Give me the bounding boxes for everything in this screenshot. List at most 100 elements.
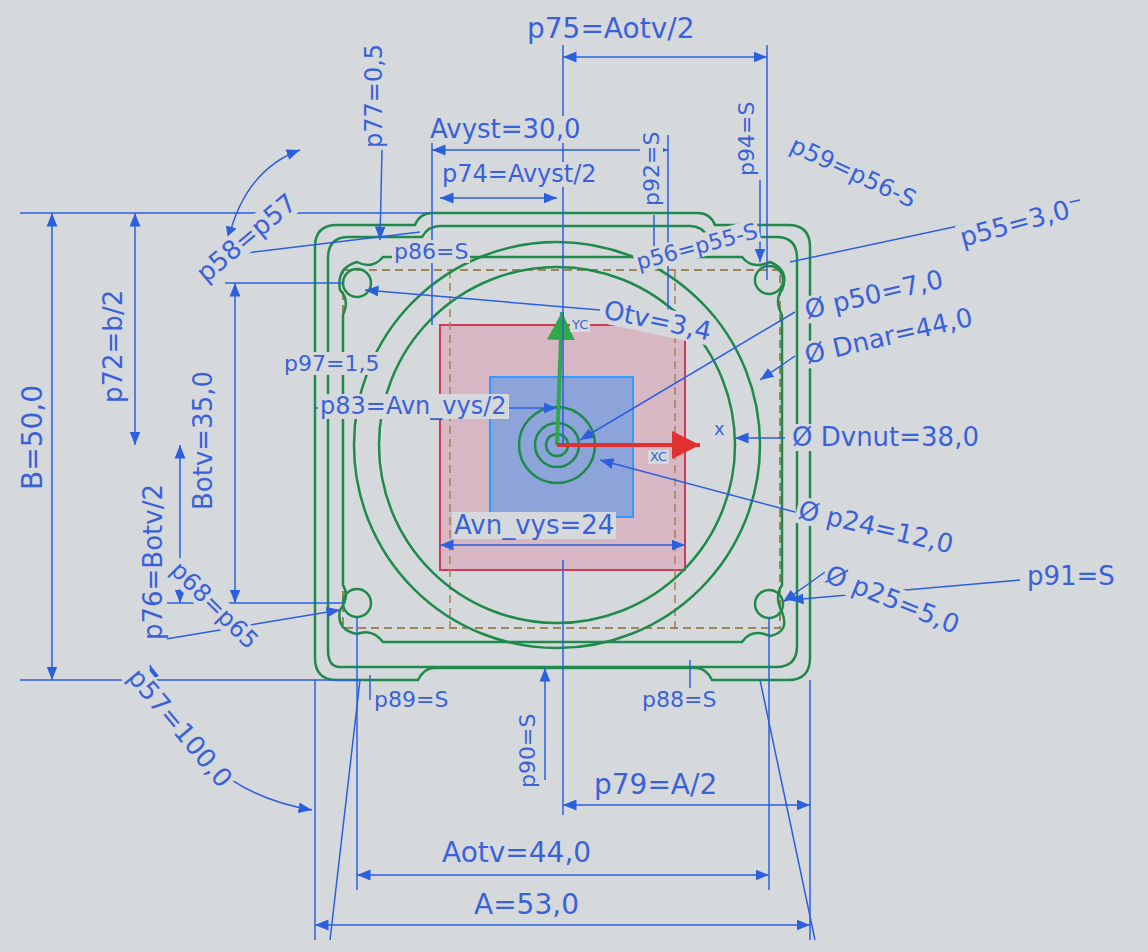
mounting-hole xyxy=(755,266,783,294)
dimension-label: B=50,0 xyxy=(18,383,47,492)
dimension-label: p92=S xyxy=(640,130,663,208)
label-anchor: p74=Avyst/2 xyxy=(440,162,599,187)
dimension-label: x xyxy=(712,420,727,439)
label-anchor: p94=S xyxy=(735,100,758,178)
label-anchor: Avyst=30,0 xyxy=(428,116,582,143)
dimension-label: A=53,0 xyxy=(472,890,581,919)
label-anchor: p83=Avn_vys/2 xyxy=(318,394,509,419)
label-anchor: p89=S xyxy=(372,688,450,711)
extension-line xyxy=(562,560,564,815)
extension-line xyxy=(431,135,433,325)
dimension-label: p59=p56-S xyxy=(784,132,921,214)
dimension-label: Avyst=30,0 xyxy=(428,116,582,143)
dimension-label: p55=3,0 xyxy=(955,196,1075,253)
leader-line xyxy=(380,150,382,240)
dimension-label: Botv=35,0 xyxy=(190,369,217,512)
dimension-line xyxy=(440,197,557,199)
label-anchor: p88=S xyxy=(640,688,718,711)
dimension-label: p75=Aotv/2 xyxy=(525,14,696,43)
label-anchor: p86=S xyxy=(392,240,470,263)
label-anchor: p92=S xyxy=(640,130,663,208)
extension-line xyxy=(20,212,430,214)
dimension-label: Ø p24=12,0 xyxy=(794,496,958,559)
dimension-line xyxy=(440,544,685,546)
outer-circle xyxy=(354,242,760,648)
dimension-label: p89=S xyxy=(372,688,450,711)
leader-line xyxy=(735,437,785,439)
dimension-label: p79=A/2 xyxy=(592,770,719,799)
extension-line xyxy=(667,135,669,325)
dimension-lines xyxy=(20,45,1080,940)
leader-line xyxy=(369,675,371,700)
leader-line xyxy=(600,460,795,512)
dimension-label: YC xyxy=(570,318,590,332)
dimension-label: Avn_vys=24 xyxy=(452,512,616,539)
label-anchor: p77=0,5 xyxy=(362,42,387,150)
dimension-label: p58=p57 xyxy=(190,188,303,289)
label-anchor: p58=p57 xyxy=(190,188,303,289)
label-anchor: p75=Aotv/2 xyxy=(525,14,696,43)
angle-line xyxy=(330,680,360,940)
dimension-label: p72=b/2 xyxy=(100,288,127,405)
dimension-label: p56=p55-S xyxy=(632,219,762,275)
label-anchor: p57=100,0 xyxy=(121,662,238,794)
extension-line xyxy=(314,680,316,940)
angle-line xyxy=(760,680,815,940)
extension-line xyxy=(766,45,768,280)
dimension-line xyxy=(315,924,810,926)
dimension-label: Otv=3,4 xyxy=(599,296,715,346)
label-anchor: Otv=3,4 xyxy=(599,296,715,346)
dimension-label: Ø p25=5,0 xyxy=(820,560,965,640)
label-anchor: p90=S xyxy=(516,712,539,790)
label-anchor: p56=p55-S xyxy=(632,219,762,275)
dimension-label: p83=Avn_vys/2 xyxy=(318,394,509,419)
dimension-label: p86=S xyxy=(392,240,470,263)
label-anchor: p97=1,5 xyxy=(282,352,381,375)
dimension-label: p90=S xyxy=(516,712,539,790)
label-anchor: Aotv=44,0 xyxy=(440,838,593,867)
label-anchor: YC xyxy=(570,318,590,332)
dimension-line xyxy=(563,804,810,806)
label-anchor: XC xyxy=(648,450,669,464)
extension-line xyxy=(160,602,343,604)
dimension-label: XC xyxy=(648,450,669,464)
label-anchor: p59=p56-S xyxy=(784,132,921,214)
dimension-label: p91=S xyxy=(1025,563,1117,590)
label-anchor: B=50,0 xyxy=(18,383,47,492)
label-anchor: Ø p25=5,0 xyxy=(820,560,965,640)
dimension-label: Ø Dvnut=38,0 xyxy=(790,424,981,451)
dimension-line xyxy=(432,149,668,151)
leader-line xyxy=(365,290,600,310)
label-anchor: p68=p65 xyxy=(164,556,264,656)
boss-contour xyxy=(339,257,784,642)
dimension-label: p57=100,0 xyxy=(121,662,238,794)
extension-line xyxy=(225,282,343,284)
dimension-label: p97=1,5 xyxy=(282,352,381,375)
extension-line xyxy=(356,617,358,890)
label-anchor: Avn_vys=24 xyxy=(452,512,616,539)
dimension-line xyxy=(563,56,767,58)
label-anchor: p79=A/2 xyxy=(592,770,719,799)
label-anchor: Botv=35,0 xyxy=(190,369,217,512)
label-anchor: p91=S xyxy=(1025,563,1117,590)
mounting-hole xyxy=(755,590,783,618)
dimension-label: p88=S xyxy=(640,688,718,711)
leader-line xyxy=(760,356,795,380)
label-anchor: p55=3,0 xyxy=(955,196,1075,253)
construction-line xyxy=(449,270,451,628)
dimension-label: p76=Botv/2 xyxy=(140,482,167,642)
leader-line xyxy=(759,180,761,262)
label-anchor: x xyxy=(712,420,727,439)
dimension-line xyxy=(134,213,136,445)
dimension-label: p68=p65 xyxy=(164,556,264,656)
dimension-line xyxy=(234,283,236,603)
dimension-label: p77=0,5 xyxy=(362,42,387,150)
dimension-label: Aotv=44,0 xyxy=(440,838,593,867)
mounting-hole xyxy=(343,589,371,617)
label-anchor: A=53,0 xyxy=(472,890,581,919)
label-anchor: p72=b/2 xyxy=(100,288,127,405)
label-anchor: Ø p24=12,0 xyxy=(794,496,958,559)
mounting-hole xyxy=(343,269,371,297)
